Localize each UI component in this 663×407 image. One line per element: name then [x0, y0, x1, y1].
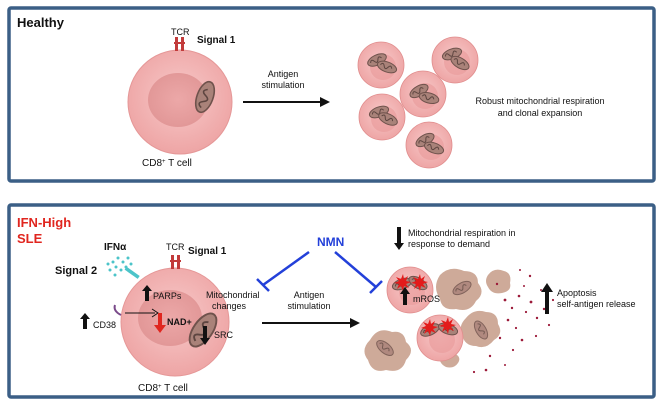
mros-up-arrow	[400, 287, 410, 305]
respiration-down-arrow	[394, 227, 404, 250]
apoptosis-line2: self-antigen release	[557, 299, 636, 309]
cd38-label: CD38	[93, 320, 116, 330]
nmn-inhibit-bar-right	[369, 280, 383, 294]
healthy-cd8-t-cell	[127, 49, 233, 155]
mros-label: mROS	[413, 294, 440, 304]
sle-cell-label: CD8+ T cell	[138, 383, 188, 394]
nad-down-arrow	[154, 313, 166, 333]
src-label: SRC	[214, 330, 234, 340]
apoptosis-line1: Apoptosis	[557, 288, 597, 298]
healthy-arrow-line2: stimulation	[261, 80, 304, 90]
mito-changes-line1: Mitochondrial	[206, 290, 260, 300]
mito-changes-line2: changes	[212, 301, 247, 311]
signal2-label: Signal 2	[55, 265, 97, 277]
sle-title-line1: IFN-High	[17, 215, 71, 230]
nad-label: NAD+	[167, 317, 192, 327]
healthy-cell-label: CD8+ T cell	[142, 158, 192, 169]
healthy-tcr-receptor	[174, 37, 185, 51]
nmn-inhibit-bar-left	[256, 278, 270, 292]
respiration-line1: Mitochondrial respiration in	[408, 228, 516, 238]
src-down-arrow	[200, 326, 210, 345]
nmn-inhibit-line-right	[334, 251, 377, 288]
healthy-arrow-line1: Antigen	[268, 69, 299, 79]
self-antigen-speckles	[472, 269, 555, 374]
healthy-tcr-label: TCR	[171, 27, 190, 37]
healthy-panel	[7, 6, 656, 183]
sle-arrow-line1: Antigen	[294, 290, 325, 300]
ifna-molecules	[106, 256, 133, 277]
ifn-receptor	[124, 266, 140, 279]
cd38-receptor	[113, 304, 122, 316]
ros-bursts	[394, 274, 456, 336]
parps-up-arrow	[142, 285, 152, 301]
sle-tcr-receptor	[170, 255, 181, 269]
healthy-outcome-line2: and clonal expansion	[498, 108, 583, 118]
sle-tcr-label: TCR	[166, 242, 185, 252]
healthy-title: Healthy	[17, 15, 65, 30]
sle-arrow-line2: stimulation	[287, 301, 330, 311]
healthy-signal1-label: Signal 1	[197, 35, 236, 46]
nmn-inhibit-line-left	[262, 250, 310, 287]
cd38-up-arrow	[80, 313, 90, 329]
apoptosis-up-arrow	[541, 283, 553, 314]
sle-signal1-label: Signal 1	[188, 246, 227, 257]
healthy-outcome-line1: Robust mitochondrial respiration	[475, 96, 604, 106]
respiration-line2: response to demand	[408, 239, 490, 249]
parps-label: PARPs	[153, 291, 182, 301]
sle-title-line2: SLE	[17, 231, 43, 246]
nmn-label: NMN	[317, 235, 344, 249]
ifna-label: IFNα	[104, 242, 127, 253]
